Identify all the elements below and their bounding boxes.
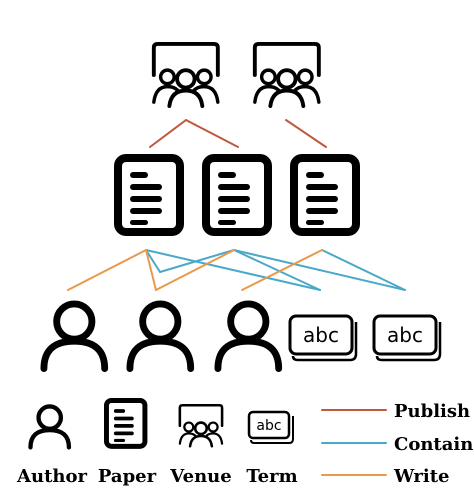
paper-node bbox=[294, 158, 356, 232]
edge-publish bbox=[149, 119, 187, 148]
legend-paper-label: Paper bbox=[98, 466, 157, 487]
edge-publish bbox=[185, 119, 239, 148]
legend-term-label: Term bbox=[246, 466, 297, 487]
legend-venue-label: Venue bbox=[169, 466, 231, 487]
edge-contain bbox=[233, 249, 406, 291]
legend-author-label: Author bbox=[16, 466, 87, 487]
paper-node bbox=[118, 158, 180, 232]
author-node bbox=[44, 304, 105, 369]
term-icon-text: abc bbox=[256, 418, 281, 434]
edge-contain bbox=[233, 249, 321, 291]
edge-write bbox=[67, 249, 147, 291]
edge-write bbox=[241, 249, 323, 291]
venue-icon bbox=[178, 403, 224, 448]
term-text: abc bbox=[303, 323, 339, 347]
legend-nodes: Author Paper Venue abc Term bbox=[16, 400, 298, 487]
edges bbox=[67, 119, 406, 291]
edge-write bbox=[155, 249, 235, 291]
legend-contain-label: Contain bbox=[394, 434, 473, 455]
paper-icon bbox=[106, 400, 144, 446]
legend-write-label: Write bbox=[393, 466, 450, 487]
legend-edges: Publish Contain Write bbox=[321, 401, 473, 487]
author-node bbox=[130, 304, 191, 369]
author-icon bbox=[30, 406, 68, 447]
paper-node bbox=[206, 158, 268, 232]
venue-node bbox=[151, 41, 220, 108]
term-node: abc bbox=[288, 314, 358, 362]
term-text: abc bbox=[387, 323, 423, 347]
legend-publish-label: Publish bbox=[394, 401, 470, 422]
term-icon: abc bbox=[247, 410, 294, 444]
edge-contain bbox=[321, 249, 406, 291]
edge-contain bbox=[145, 249, 161, 273]
edge-publish bbox=[285, 119, 327, 148]
venue-node bbox=[252, 41, 321, 108]
term-node: abc bbox=[372, 314, 442, 362]
edge-contain bbox=[145, 249, 321, 291]
edge-write bbox=[145, 249, 157, 291]
author-node bbox=[218, 304, 279, 369]
